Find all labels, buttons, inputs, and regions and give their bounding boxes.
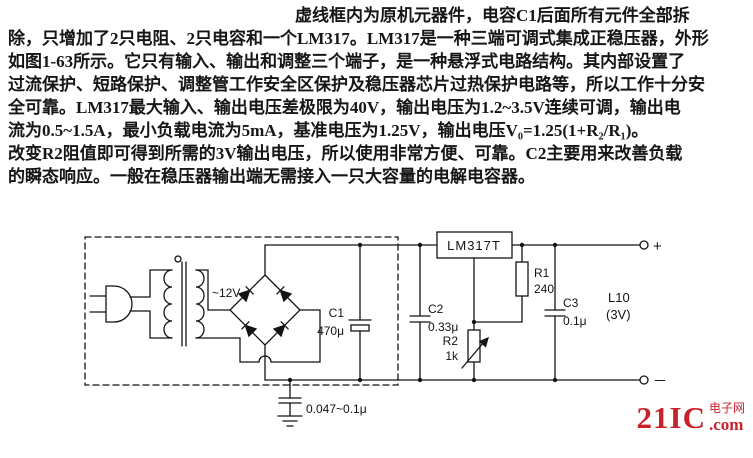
bridge-rectifier <box>229 244 301 381</box>
label-c3-value: 0.1μ <box>563 314 587 328</box>
paragraph-line: 改变R2阻值即可得到所需的3V输出电压，所以使用非常方便、可靠。C2主要用来改善… <box>8 144 683 163</box>
paragraph-line: 如图1-63所示。它只有输入、输出和调整三个端子，是一种悬浮式电路结构。其内部设… <box>8 52 686 71</box>
ac-wiring <box>195 269 321 363</box>
paragraph-line: 除，只增加了2只电阻、2只电容和一个LM317。LM317是一种三端可调式集成正… <box>8 29 709 48</box>
capacitor-c3 <box>544 244 566 381</box>
label-c2-value: 0.33μ <box>428 320 458 334</box>
supply-rails <box>264 244 641 381</box>
paragraph-line: 过流保护、短路保护、调整管工作安全区保护及稳压器芯片过热保护电路等，所以工作十分… <box>8 75 705 94</box>
label-transformer-voltage: ~12V <box>212 286 240 300</box>
label-c1-value: 470μ <box>317 324 344 338</box>
watermark-domain: .com <box>708 415 744 434</box>
diode <box>237 286 254 303</box>
label-r1-value: 240 <box>534 282 554 296</box>
winding-marking <box>174 255 182 263</box>
label-regulator: LM317T <box>447 238 501 253</box>
potentiometer-r2 <box>461 329 490 381</box>
paragraph-line: 流为0.5~1.5A，最小负载电流为5mA，基准电压为1.25V，输出电压V₀=… <box>8 121 649 140</box>
label-r2-value: 1k <box>445 349 459 363</box>
capacitor-c2 <box>409 244 431 381</box>
output-terminal-negative <box>639 375 649 385</box>
regulator-lm317 <box>436 231 513 331</box>
diode <box>276 286 293 303</box>
ac-plug <box>89 269 173 339</box>
capacitor-c1 <box>348 244 372 381</box>
diode <box>241 321 258 338</box>
dashed-enclosure <box>84 236 399 386</box>
ground-symbol <box>277 415 303 427</box>
label-minus-terminal: － <box>653 373 667 389</box>
paragraph-line: 虚线框内为原机元器件，电容C1后面所有元件全部拆 <box>295 6 690 25</box>
diode <box>272 321 289 338</box>
input-filter-capacitor <box>278 379 302 417</box>
junction-dots <box>287 242 558 383</box>
transformer <box>163 255 205 347</box>
label-r2-name: R2 <box>443 334 459 348</box>
description-paragraph: 虚线框内为原机元器件，电容C1后面所有元件全部拆 除，只增加了2只电阻、2只电容… <box>8 4 748 188</box>
output-terminal-positive <box>639 240 649 250</box>
label-c1-name: C1 <box>329 306 345 320</box>
label-r1-name: R1 <box>534 266 550 280</box>
label-c2-name: C2 <box>428 302 444 316</box>
watermark-brand: 21IC <box>636 400 706 435</box>
resistor-r1 <box>473 244 529 323</box>
paragraph-line: 的瞬态响应。一般在稳压器输出端无需接入一只大容量的电解电容器。 <box>8 167 535 186</box>
label-plus-terminal: + <box>653 238 662 255</box>
label-load-voltage: (3V) <box>606 307 631 322</box>
label-load-name: L10 <box>608 290 630 305</box>
label-c3-name: C3 <box>563 296 579 310</box>
watermark: 21IC 电子网 .com <box>637 402 745 433</box>
watermark-site-name: 电子网 <box>708 401 745 415</box>
label-input-cap-value: 0.047~0.1μ <box>306 402 367 416</box>
paragraph-line: 全可靠。LM317最大输入、输出电压差极限为40V，输出电压为1.2~3.5V连… <box>8 98 681 117</box>
